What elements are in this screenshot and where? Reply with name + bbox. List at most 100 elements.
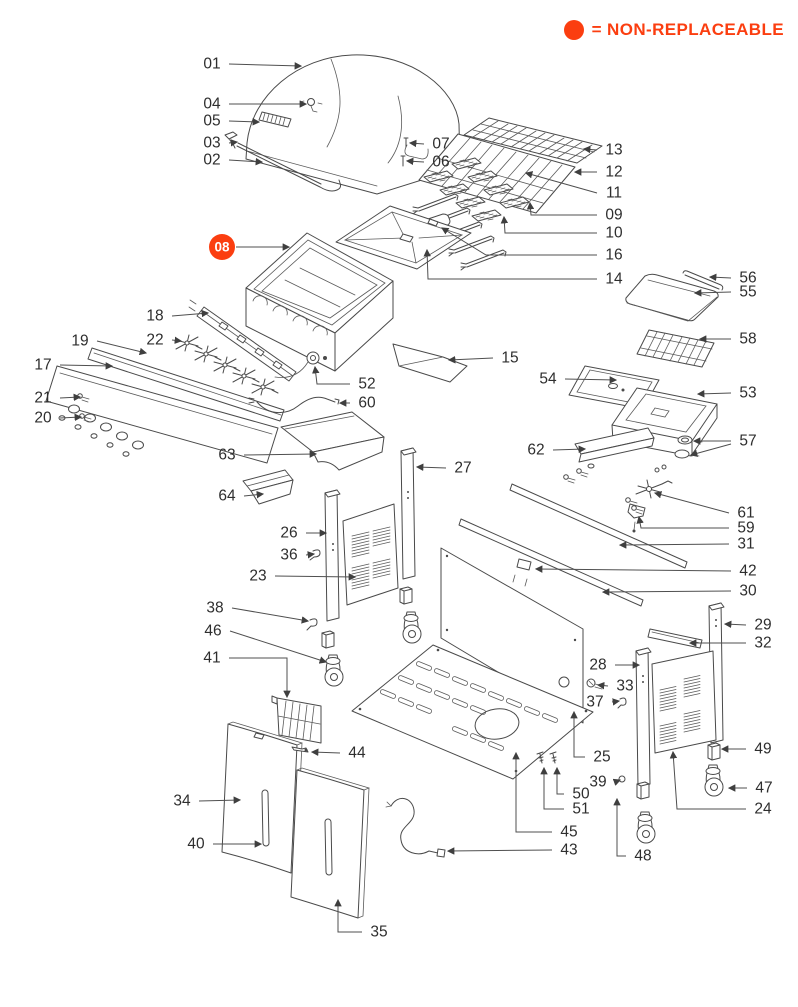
part-38-clip (306, 618, 318, 631)
part-label-26: 26 (280, 525, 297, 542)
leader-line-11 (524, 171, 598, 194)
part-label-30: 30 (739, 583, 757, 600)
part-label-31: 31 (737, 536, 754, 553)
leader-line-56 (708, 273, 732, 282)
part-label-63: 63 (218, 447, 235, 464)
part-label-46: 46 (204, 623, 221, 640)
leader-line-33 (596, 681, 609, 690)
leader-line-59 (636, 515, 729, 529)
part-label-49: 49 (754, 741, 771, 758)
part-05-nameplate (258, 111, 292, 128)
part-40-door-handle (261, 789, 270, 847)
part-27-leg-rear-left (400, 447, 417, 580)
part-label-11: 11 (606, 185, 622, 202)
part-label-27: 27 (454, 460, 471, 477)
part-17-control-panel (45, 365, 279, 464)
part-32-bracket-strip (647, 628, 703, 649)
part-label-35: 35 (370, 924, 387, 941)
leader-line-52 (312, 365, 350, 385)
part-label-54: 54 (539, 371, 557, 388)
part-label-45: 45 (560, 824, 577, 841)
part-label-06: 06 (432, 154, 449, 171)
part-26-leg-front-left (324, 489, 341, 622)
part-label-04: 04 (203, 96, 221, 113)
part-label-01: 01 (203, 56, 220, 73)
part-label-57: 57 (739, 433, 756, 450)
part-47-caster (704, 764, 724, 797)
part-label-60: 60 (358, 395, 376, 412)
leader-line-13 (582, 145, 598, 154)
part-28-leg-front-right (635, 647, 652, 788)
leg-insert (636, 781, 650, 800)
part-23-side-panel-left (342, 503, 399, 606)
leader-line-25 (570, 710, 585, 758)
part-label-03: 03 (203, 135, 220, 152)
part-06-pin (400, 155, 406, 167)
leader-line-64 (243, 490, 265, 499)
part-24-side-panel-right (651, 650, 717, 754)
part-label-43: 43 (560, 842, 577, 859)
part-label-58: 58 (739, 331, 756, 348)
part-18-manifold (188, 299, 297, 382)
leader-line-41 (229, 657, 291, 699)
part-label-40: 40 (187, 836, 205, 853)
leader-line-31 (618, 541, 730, 549)
leader-line-01 (228, 62, 303, 70)
leader-line-35 (334, 898, 362, 933)
leader-line-42 (534, 565, 732, 573)
part-20-knob-bezels (58, 404, 144, 457)
part-label-08: 08 (214, 240, 230, 255)
part-label-24: 24 (754, 801, 772, 818)
leader-line-17 (59, 362, 114, 370)
part-31-rail (509, 483, 688, 569)
part-label-34: 34 (173, 793, 191, 810)
part-label-28: 28 (589, 657, 606, 674)
leader-line-51 (540, 766, 564, 810)
leader-line-55 (693, 289, 732, 297)
thermometer-hole (307, 98, 315, 106)
leader-line-48 (613, 797, 626, 857)
leader-line-27 (415, 463, 447, 471)
part-label-15: 15 (501, 350, 518, 367)
part-44-hinge (291, 746, 309, 753)
part-58-sideburner-grate (636, 329, 715, 368)
caster (402, 611, 422, 644)
part-48-caster (636, 811, 656, 844)
part-label-53: 53 (739, 385, 756, 402)
leader-line-46 (229, 630, 328, 664)
part-19-panel-bezel (87, 347, 285, 422)
leader-line-53 (696, 390, 732, 398)
part-07-pin (403, 137, 409, 148)
leader-line-50 (553, 766, 564, 795)
part-63-side-shelf (280, 411, 385, 471)
part-35-door-right (290, 767, 370, 919)
part-label-09: 09 (605, 207, 622, 224)
part-64-bracket (242, 469, 294, 505)
part-33-screw (586, 678, 604, 690)
part-36-clip (309, 549, 321, 561)
part-label-55: 55 (739, 284, 756, 301)
part-02-trim-rod (232, 141, 342, 192)
part-50-screw (549, 751, 557, 764)
part-label-17: 17 (34, 357, 51, 374)
part-label-33: 33 (616, 678, 633, 695)
part-label-10: 10 (605, 225, 623, 242)
leader-line-18 (171, 309, 210, 318)
part-08-firebox (245, 232, 394, 372)
part-14-drip-pan (335, 205, 472, 270)
leader-line-45 (512, 751, 552, 833)
part-62-bracket (563, 427, 655, 484)
part-label-25: 25 (593, 749, 610, 766)
door-handle (324, 818, 333, 876)
leader-line-23 (274, 573, 357, 581)
leader-line-14 (423, 248, 597, 280)
part-label-64: 64 (218, 488, 236, 505)
leader-line-38 (231, 607, 310, 624)
leader-line-39 (612, 778, 622, 786)
part-53-sideburner-housing (611, 387, 718, 457)
part-label-14: 14 (605, 271, 623, 288)
leader-line-62 (552, 445, 587, 453)
part-label-13: 13 (605, 142, 622, 159)
part-label-59: 59 (737, 520, 754, 537)
